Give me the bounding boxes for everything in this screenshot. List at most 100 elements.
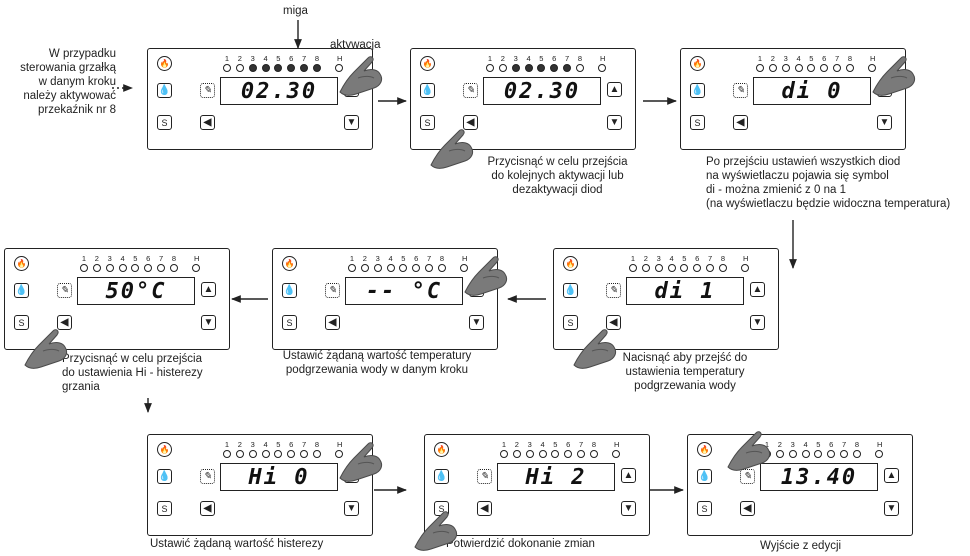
down-button[interactable]: ▼ <box>344 501 359 516</box>
led-number: 8 <box>718 255 728 263</box>
relay-led <box>274 64 282 72</box>
left-button[interactable]: ◀ <box>606 315 621 330</box>
up-button[interactable]: ▲ <box>344 82 359 97</box>
led-number: 1 <box>628 255 638 263</box>
left-button[interactable]: ◀ <box>740 501 755 516</box>
up-button[interactable]: ▲ <box>607 82 622 97</box>
miga-label: miga <box>283 4 308 18</box>
h-led <box>335 450 343 458</box>
edit-button[interactable]: ✎ <box>57 283 72 298</box>
drop-icon[interactable]: 💧 <box>563 283 578 298</box>
down-button[interactable]: ▼ <box>750 315 765 330</box>
down-button[interactable]: ▼ <box>201 315 216 330</box>
edit-button[interactable]: ✎ <box>200 469 215 484</box>
led-number: 6 <box>549 55 559 63</box>
up-button[interactable]: ▲ <box>884 468 899 483</box>
edit-button[interactable]: ✎ <box>733 83 748 98</box>
s-button[interactable]: S <box>697 501 712 516</box>
s-button[interactable]: S <box>420 115 435 130</box>
up-button[interactable]: ▲ <box>344 468 359 483</box>
relay-led <box>782 64 790 72</box>
edit-button[interactable]: ✎ <box>606 283 621 298</box>
s-button[interactable]: S <box>157 501 172 516</box>
down-button[interactable]: ▼ <box>607 115 622 130</box>
down-button[interactable]: ▼ <box>469 315 484 330</box>
panel-display: -- °C <box>345 277 463 305</box>
relay-led <box>576 64 584 72</box>
edit-button[interactable]: ✎ <box>200 83 215 98</box>
down-button[interactable]: ▼ <box>621 501 636 516</box>
s-button[interactable]: S <box>690 115 705 130</box>
down-button[interactable]: ▼ <box>877 115 892 130</box>
led-number: 2 <box>768 55 778 63</box>
led-number: 6 <box>143 255 153 263</box>
up-button[interactable]: ▲ <box>201 282 216 297</box>
edit-button[interactable]: ✎ <box>463 83 478 98</box>
relay-led <box>776 450 784 458</box>
flame-icon: 🔥 <box>157 442 172 457</box>
s-button[interactable]: S <box>434 501 449 516</box>
drop-icon[interactable]: 💧 <box>690 83 705 98</box>
relay-led <box>629 264 637 272</box>
s-button[interactable]: S <box>282 315 297 330</box>
down-button[interactable]: ▼ <box>884 501 899 516</box>
relay-led <box>374 264 382 272</box>
h-label: H <box>194 254 199 263</box>
led-number: 4 <box>261 55 271 63</box>
led-number: 1 <box>755 55 765 63</box>
relay-leds <box>79 264 179 272</box>
led-number: 8 <box>437 255 447 263</box>
led-number: 7 <box>299 441 309 449</box>
led-number: 6 <box>692 255 702 263</box>
left-button[interactable]: ◀ <box>463 115 478 130</box>
relay-led <box>827 450 835 458</box>
relay-led <box>814 450 822 458</box>
relay-led <box>802 450 810 458</box>
led-number: 8 <box>312 55 322 63</box>
led-number: 7 <box>839 441 849 449</box>
s-button[interactable]: S <box>14 315 29 330</box>
edit-button[interactable]: ✎ <box>740 469 755 484</box>
up-button[interactable]: ▲ <box>750 282 765 297</box>
up-button[interactable]: ▲ <box>621 468 636 483</box>
drop-icon[interactable]: 💧 <box>157 83 172 98</box>
s-button[interactable]: S <box>157 115 172 130</box>
drop-icon[interactable]: 💧 <box>434 469 449 484</box>
up-button[interactable]: ▲ <box>877 82 892 97</box>
edit-button[interactable]: ✎ <box>325 283 340 298</box>
relay-led <box>642 264 650 272</box>
down-button[interactable]: ▼ <box>344 115 359 130</box>
led-number: 5 <box>130 255 140 263</box>
drop-icon[interactable]: 💧 <box>697 469 712 484</box>
drop-icon[interactable]: 💧 <box>157 469 172 484</box>
left-button[interactable]: ◀ <box>477 501 492 516</box>
step3-note: Po przejściu ustawień wszystkich diod na… <box>706 155 950 211</box>
up-button[interactable]: ▲ <box>469 282 484 297</box>
panel-display: 02.30 <box>483 77 601 105</box>
led-number: 1 <box>222 441 232 449</box>
relay-led <box>313 450 321 458</box>
led-number: 5 <box>273 441 283 449</box>
left-button[interactable]: ◀ <box>200 115 215 130</box>
led-number: 6 <box>286 55 296 63</box>
relay-led <box>846 64 854 72</box>
step8-note: Potwierdzić dokonanie zmian <box>446 537 595 551</box>
left-button[interactable]: ◀ <box>733 115 748 130</box>
drop-icon[interactable]: 💧 <box>14 283 29 298</box>
drop-icon[interactable]: 💧 <box>420 83 435 98</box>
relay-led <box>262 64 270 72</box>
edit-button[interactable]: ✎ <box>477 469 492 484</box>
h-label: H <box>743 254 748 263</box>
s-button[interactable]: S <box>563 315 578 330</box>
left-button[interactable]: ◀ <box>200 501 215 516</box>
left-button[interactable]: ◀ <box>57 315 72 330</box>
panel-display: di 1 <box>626 277 744 305</box>
led-number: 5 <box>398 255 408 263</box>
led-number: 1 <box>222 55 232 63</box>
left-button[interactable]: ◀ <box>325 315 340 330</box>
drop-icon[interactable]: 💧 <box>282 283 297 298</box>
